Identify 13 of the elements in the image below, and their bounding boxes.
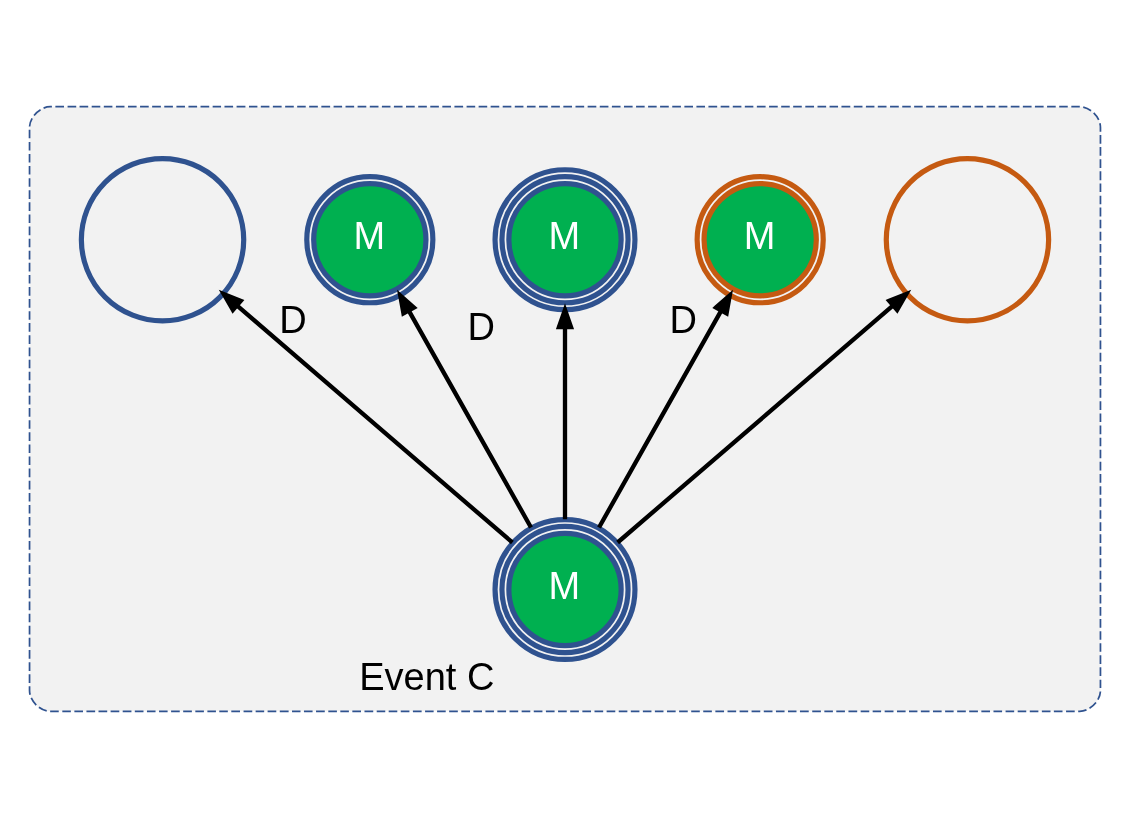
cluster [28, 105, 1102, 713]
node-label: D [467, 306, 495, 349]
arrow [555, 303, 575, 520]
arrow [218, 289, 514, 545]
node-circle: M [304, 174, 436, 306]
arrow [397, 289, 533, 529]
arrow [597, 289, 733, 529]
node-circle: M [694, 174, 826, 306]
node-circle: M [492, 167, 638, 313]
node-label: Event C [359, 655, 495, 698]
node-circle: M [492, 516, 638, 663]
node-label: D [279, 299, 307, 342]
arrow [616, 289, 912, 545]
